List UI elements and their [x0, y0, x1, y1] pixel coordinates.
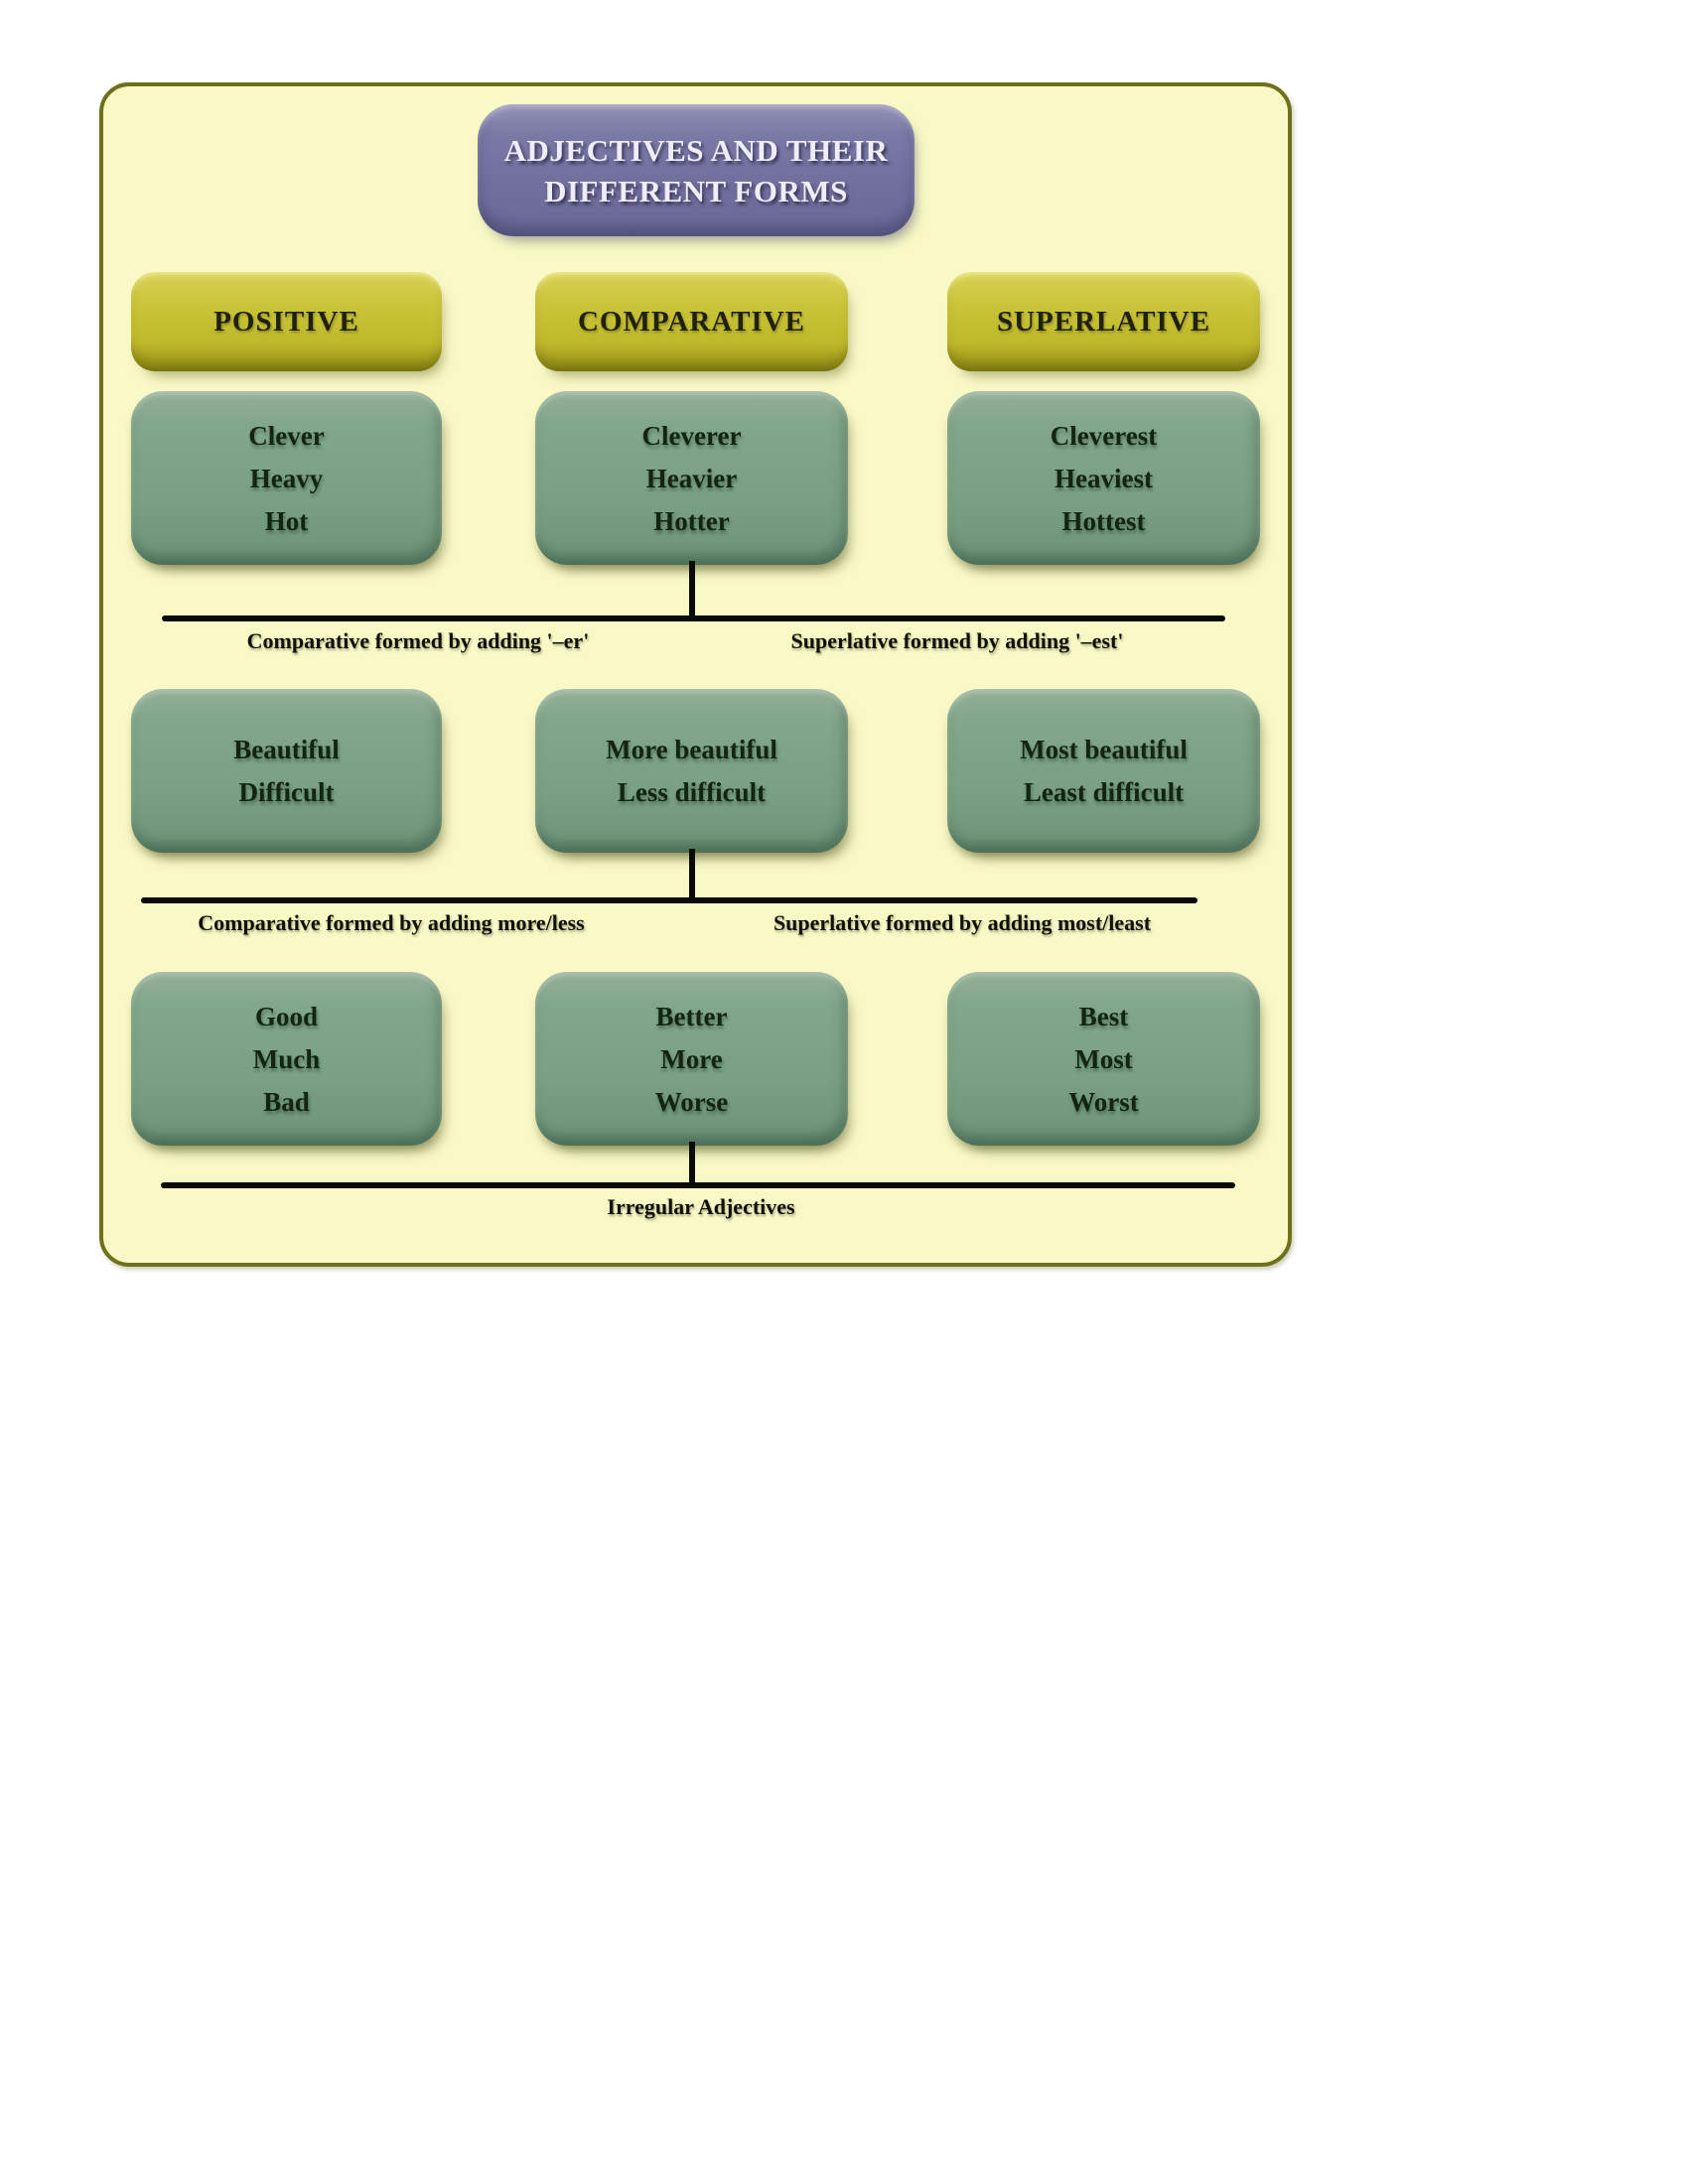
header-comparative-label: COMPARATIVE — [577, 305, 806, 338]
cell-comparative-more-group: More beautiful Less difficult — [535, 689, 848, 853]
header-comparative: COMPARATIVE — [535, 272, 848, 371]
word-heaviest: Heaviest — [1055, 463, 1153, 493]
label-irregular-adjectives: Irregular Adjectives — [607, 1194, 795, 1219]
cell-comparative-er-group: Cleverer Heavier Hotter — [535, 391, 848, 565]
word-difficult: Difficult — [238, 777, 335, 807]
label-superlative-est: Superlative formed by adding '–est' — [790, 628, 1124, 653]
word-good: Good — [254, 1001, 319, 1031]
word-beautiful: Beautiful — [233, 735, 340, 764]
header-positive: POSITIVE — [131, 272, 442, 371]
word-worse: Worse — [654, 1086, 729, 1117]
cell-positive-irregular-group: Good Much Bad — [131, 972, 442, 1146]
word-less-difficult: Less difficult — [617, 777, 767, 807]
connector-line-row3 — [689, 1142, 695, 1187]
connector-line-row2 — [689, 849, 695, 902]
header-superlative-label: SUPERLATIVE — [996, 305, 1211, 338]
word-better: Better — [655, 1001, 728, 1031]
label-comparative-er: Comparative formed by adding '–er' — [246, 628, 590, 653]
word-heavier: Heavier — [645, 463, 738, 493]
word-bad: Bad — [263, 1086, 310, 1117]
word-cleverest: Cleverest — [1050, 420, 1158, 451]
diagram-title-line1: ADJECTIVES AND THEIR — [503, 132, 889, 168]
diagram-title-box: ADJECTIVES AND THEIR DIFFERENT FORMS — [478, 104, 914, 236]
word-clever: Clever — [248, 420, 325, 451]
cell-comparative-irregular-group: Better More Worse — [535, 972, 848, 1146]
connector-line-row1 — [689, 561, 695, 620]
word-cleverer: Cleverer — [641, 420, 742, 451]
word-least-difficult: Least difficult — [1023, 777, 1185, 807]
header-superlative: SUPERLATIVE — [947, 272, 1260, 371]
diagram-title-line2: DIFFERENT FORMS — [544, 173, 848, 208]
word-most-beautiful: Most beautiful — [1020, 735, 1188, 764]
word-best: Best — [1078, 1001, 1129, 1031]
divider-line-row3 — [161, 1182, 1235, 1188]
cell-positive-more-group: Beautiful Difficult — [131, 689, 442, 853]
divider-line-row1 — [162, 615, 1225, 621]
cell-superlative-most-group: Most beautiful Least difficult — [947, 689, 1260, 853]
label-comparative-more-less: Comparative formed by adding more/less — [198, 910, 585, 935]
cell-superlative-est-group: Cleverest Heaviest Hottest — [947, 391, 1260, 565]
label-superlative-most-least: Superlative formed by adding most/least — [773, 910, 1152, 935]
cell-superlative-irregular-group: Best Most Worst — [947, 972, 1260, 1146]
word-hotter: Hotter — [653, 505, 730, 536]
header-positive-label: POSITIVE — [213, 305, 359, 338]
word-most: Most — [1074, 1043, 1133, 1074]
divider-line-row2 — [141, 897, 1197, 903]
word-hot: Hot — [264, 505, 309, 536]
word-worst: Worst — [1068, 1086, 1139, 1117]
cell-positive-er-group: Clever Heavy Hot — [131, 391, 442, 565]
word-hottest: Hottest — [1061, 505, 1146, 536]
adjective-forms-diagram: ADJECTIVES AND THEIR DIFFERENT FORMS POS… — [99, 82, 1292, 1267]
word-heavy: Heavy — [249, 463, 324, 493]
word-much: Much — [252, 1043, 321, 1074]
word-more-beautiful: More beautiful — [606, 735, 777, 764]
word-more: More — [660, 1043, 723, 1074]
